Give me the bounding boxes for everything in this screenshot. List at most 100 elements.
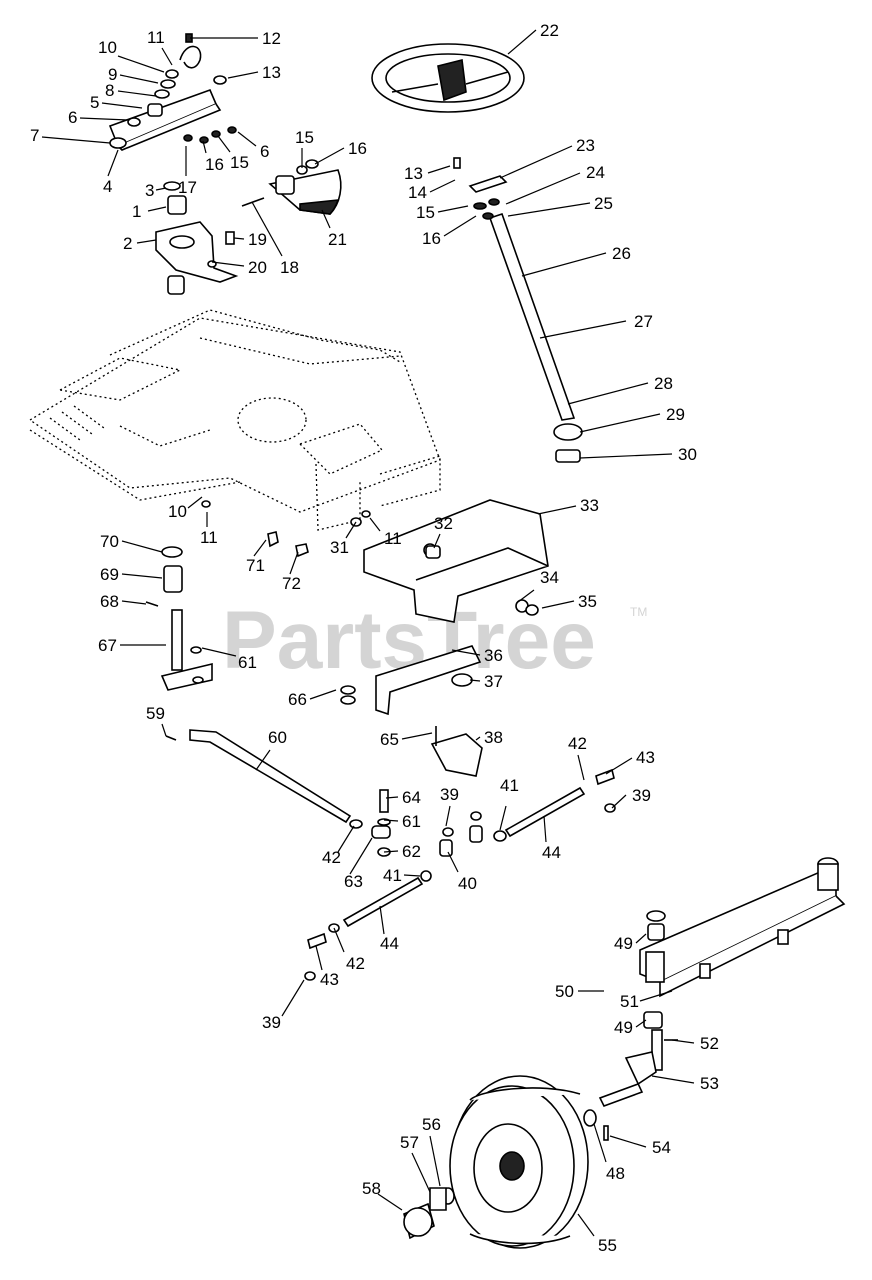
callout-c39c: 39 [262, 1013, 281, 1032]
callout-c61b: 61 [402, 812, 421, 831]
leader-line-c27 [539, 320, 627, 339]
leader-line-c25 [507, 202, 591, 217]
leader-line-c54 [609, 1135, 647, 1148]
leader-line-c37 [469, 679, 481, 682]
callout-c52: 52 [700, 1034, 719, 1053]
callout-c39b: 39 [632, 786, 651, 805]
callout-c11b: 11 [200, 528, 218, 547]
callout-c42b: 42 [322, 848, 341, 867]
leader-line-c58 [377, 1193, 403, 1211]
leader-line-c69 [121, 573, 163, 579]
callout-c13a: 13 [262, 63, 281, 82]
leader-line-c61a [201, 647, 237, 657]
callout-c62: 62 [402, 842, 421, 861]
leader-line-c34 [517, 589, 535, 603]
callout-c32: 32 [434, 514, 453, 533]
leader-line-c41a [499, 805, 507, 831]
callout-c17: 17 [178, 178, 197, 197]
callout-c42c: 42 [346, 954, 365, 973]
callout-c48: 48 [606, 1164, 625, 1183]
callout-c69: 69 [100, 565, 119, 584]
frame-chassis [28, 309, 441, 531]
callout-c67: 67 [98, 636, 117, 655]
leader-line-c1 [147, 206, 167, 212]
leader-line-c30 [579, 453, 673, 459]
callout-c18: 18 [280, 258, 299, 277]
leader-line-c15c [437, 205, 469, 213]
callout-c15b: 15 [230, 153, 249, 172]
leader-line-c32 [433, 533, 441, 549]
callout-c50: 50 [555, 982, 574, 1001]
leader-line-c60 [255, 749, 271, 771]
callout-c43b: 43 [320, 970, 339, 989]
leader-line-c4 [107, 149, 119, 177]
callout-c72: 72 [282, 574, 301, 593]
callout-c3: 3 [145, 181, 154, 200]
leader-line-c28 [567, 382, 649, 405]
leader-line-c10b [187, 496, 203, 509]
callout-c41b: 41 [383, 866, 402, 885]
callout-c51: 51 [620, 992, 639, 1011]
leader-line-c39c [281, 979, 305, 1017]
leader-line-c48 [593, 1123, 607, 1163]
callout-c43a: 43 [636, 748, 655, 767]
callout-c25: 25 [594, 194, 613, 213]
callout-c27: 27 [634, 312, 653, 331]
leader-line-c71 [253, 539, 267, 557]
callout-c54: 54 [652, 1138, 671, 1157]
callout-c10a: 10 [98, 38, 117, 57]
misc-fasteners [145, 500, 539, 741]
leader-line-c13a [227, 71, 259, 79]
leader-line-c43a [605, 757, 633, 775]
front-axle [639, 857, 846, 1029]
leader-line-c6a [79, 117, 129, 121]
leader-line-c16b [202, 140, 207, 154]
callout-c22: 22 [540, 21, 559, 40]
steering-support-bracket [108, 33, 237, 151]
leader-line-c63 [349, 837, 373, 875]
callout-c38: 38 [484, 728, 503, 747]
callout-c19: 19 [248, 230, 267, 249]
callout-c29: 29 [666, 405, 685, 424]
steering-shaft [453, 157, 583, 463]
callout-c16a: 16 [348, 139, 367, 158]
leader-line-c42a [577, 754, 585, 781]
leader-line-c35 [541, 600, 575, 609]
callout-c40: 40 [458, 874, 477, 893]
callout-c12: 12 [262, 29, 281, 48]
callout-c39a: 39 [440, 785, 459, 804]
callout-c68: 68 [100, 592, 119, 611]
callout-c20: 20 [248, 258, 267, 277]
callout-c61a: 61 [238, 653, 257, 672]
callout-c21: 21 [328, 230, 347, 249]
callout-c8: 8 [105, 81, 114, 100]
callout-c31: 31 [330, 538, 349, 557]
callout-c44a: 44 [542, 843, 561, 862]
leader-line-c49a [635, 933, 647, 944]
callout-c59: 59 [146, 704, 165, 723]
callout-c33: 33 [580, 496, 599, 515]
leader-line-c44b [379, 905, 385, 935]
leader-line-c44a [543, 815, 547, 843]
steering-support-channel [340, 499, 549, 777]
callout-c53: 53 [700, 1074, 719, 1093]
callout-c13b: 13 [404, 164, 423, 183]
callout-c4: 4 [103, 177, 112, 196]
steering-wheel [371, 43, 525, 113]
callout-c30: 30 [678, 445, 697, 464]
callout-c6a: 6 [68, 108, 77, 127]
pivot-bracket [155, 181, 239, 295]
callout-c16c: 16 [422, 229, 441, 248]
callout-c2: 2 [123, 234, 132, 253]
leader-line-c9 [119, 74, 159, 84]
leader-line-c29 [579, 413, 661, 433]
leader-line-c68 [121, 600, 147, 605]
callout-c7: 7 [30, 126, 39, 145]
callout-c37: 37 [484, 672, 503, 691]
callout-c14: 14 [408, 183, 427, 202]
leader-line-c3 [155, 187, 167, 191]
callout-c15c: 15 [416, 203, 435, 222]
callout-c49b: 49 [614, 1018, 633, 1037]
callout-c49a: 49 [614, 934, 633, 953]
